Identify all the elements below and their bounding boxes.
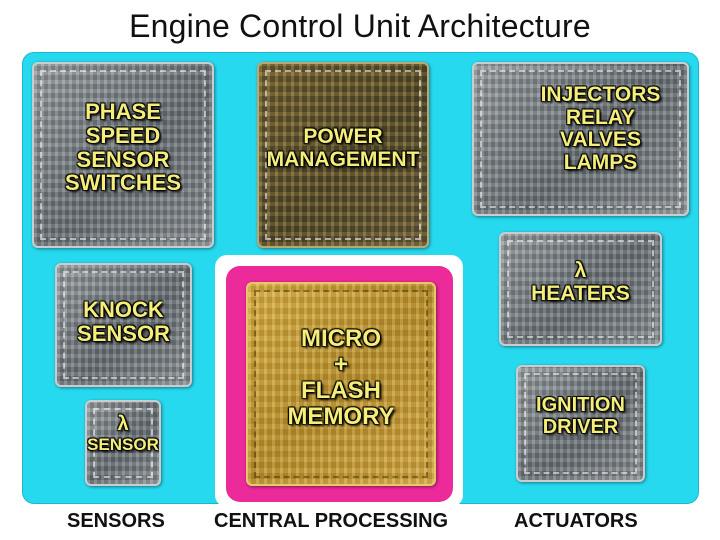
micro-flash-memory-label: MICRO + FLASH MEMORY (248, 326, 434, 430)
chip-label-line: DRIVER (542, 415, 619, 438)
chip-die (507, 240, 654, 338)
chip-label-line: SENSOR (76, 146, 170, 172)
chip-label-line: POWER (303, 125, 383, 148)
chip-label-line: SENSOR (87, 434, 159, 454)
chip-die (265, 70, 421, 240)
power-management-label: POWER MANAGEMENT (259, 125, 427, 171)
chip-label-line: FLASH (301, 376, 381, 404)
knock-sensor-chip: KNOCK SENSOR (55, 263, 192, 387)
chip-label-line: LAMPS (563, 151, 638, 175)
lambda-sensor-chip: λ SENSOR (85, 400, 161, 486)
chip-die (93, 408, 153, 478)
chip-die (63, 271, 184, 379)
chip-label-line: SWITCHES (64, 170, 182, 196)
chip-label-line: SPEED (85, 122, 161, 148)
power-management-chip: POWER MANAGEMENT (257, 62, 429, 248)
knock-sensor-label: KNOCK SENSOR (57, 298, 190, 346)
chip-die (480, 70, 681, 208)
injectors-relay-label: INJECTORS RELAY VALVES LAMPS (514, 83, 687, 175)
injectors-relay-chip: INJECTORS RELAY VALVES LAMPS (472, 62, 689, 216)
lambda-heaters-label: λ HEATERS (501, 259, 660, 305)
sensors-section-label: SENSORS (67, 510, 165, 532)
chip-label-line: MICRO (301, 325, 381, 352)
chip-label-line: HEATERS (531, 281, 630, 305)
chip-die (254, 290, 428, 478)
chip-label-line: SENSOR (77, 320, 170, 346)
chip-label-line: MANAGEMENT (266, 147, 420, 171)
lambda-symbol: λ (574, 259, 587, 282)
lambda-heaters-chip: λ HEATERS (499, 232, 662, 346)
chip-label-line: KNOCK (83, 297, 164, 322)
chip-label-line: + (333, 350, 348, 378)
chip-die (524, 373, 637, 474)
chip-label-line: RELAY (565, 105, 636, 129)
chip-label-line: VALVES (560, 128, 641, 152)
page-title: Engine Control Unit Architecture (129, 8, 591, 44)
chip-die (40, 70, 206, 240)
chip-label-line: INJECTORS (540, 83, 661, 106)
chip-label-line: MEMORY (287, 402, 395, 430)
actuators-section-label: ACTUATORS (514, 510, 638, 532)
lambda-sensor-label: λ SENSOR (87, 413, 159, 454)
ignition-driver-chip: IGNITION DRIVER (516, 365, 645, 482)
chip-label-line: IGNITION (536, 394, 625, 416)
lambda-symbol: λ (117, 413, 129, 435)
micro-flash-memory-chip: MICRO + FLASH MEMORY (246, 282, 436, 486)
ignition-driver-label: IGNITION DRIVER (518, 394, 643, 438)
chip-label-line: PHASE (85, 99, 161, 124)
central-processing-section-label: CENTRAL PROCESSING (214, 510, 449, 532)
phase-speed-sensor-chip: PHASE SPEED SENSOR SWITCHES (32, 62, 214, 248)
phase-speed-label: PHASE SPEED SENSOR SWITCHES (34, 100, 212, 195)
